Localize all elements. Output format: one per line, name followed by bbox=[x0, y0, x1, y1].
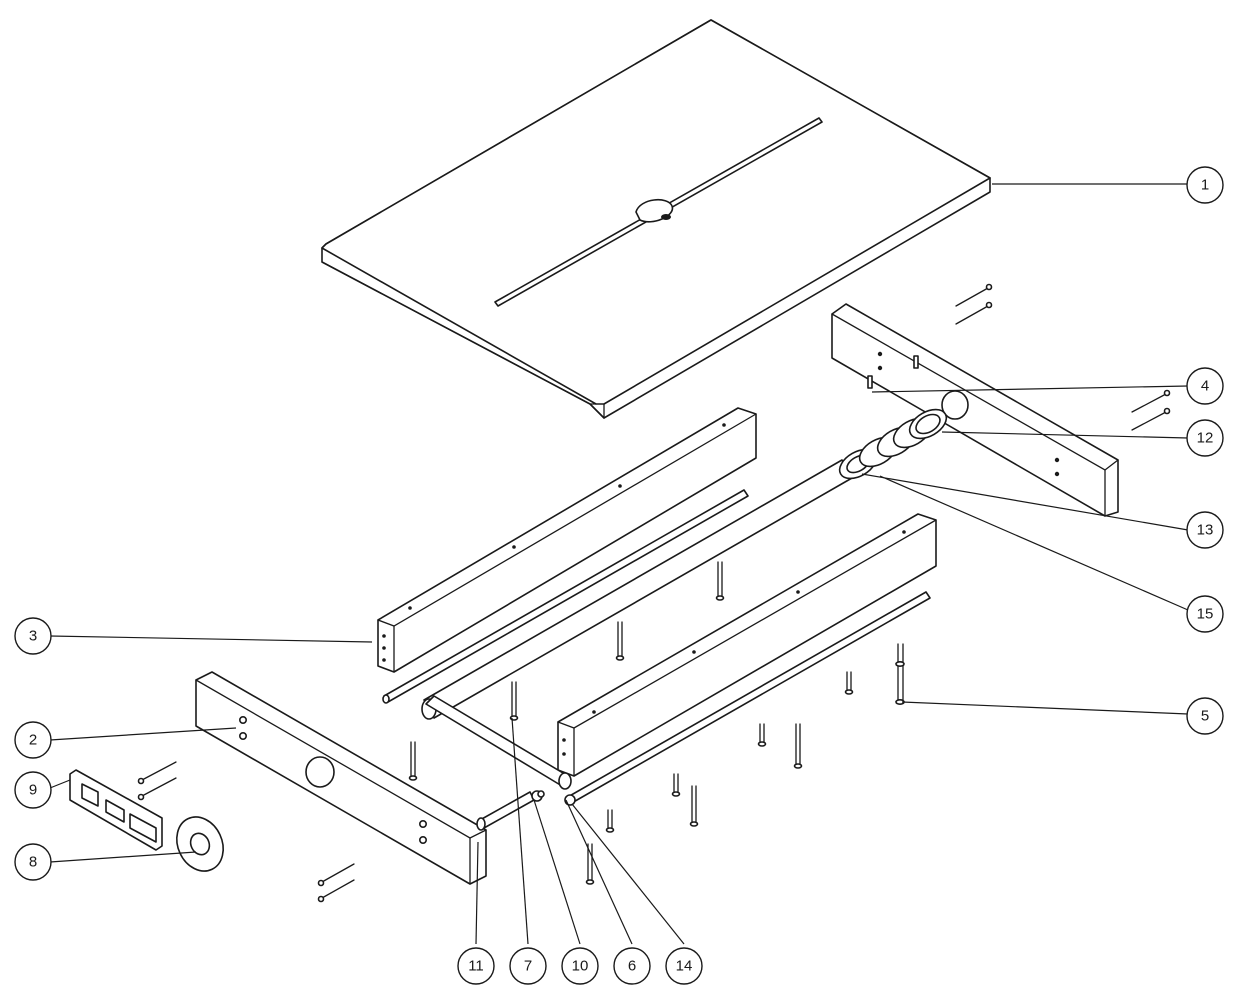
balloon-13: 13 bbox=[1186, 511, 1224, 549]
balloon-14: 14 bbox=[665, 947, 703, 985]
switch-plate bbox=[69, 769, 163, 851]
spring-coils bbox=[858, 408, 948, 468]
balloon-label: 14 bbox=[676, 958, 693, 975]
bolt bbox=[689, 785, 699, 827]
table-top bbox=[321, 19, 991, 419]
balloon-3: 3 bbox=[14, 617, 52, 655]
front-side-rail bbox=[557, 513, 937, 777]
balloon-label: 2 bbox=[29, 732, 37, 749]
balloon-label: 9 bbox=[29, 782, 37, 799]
bolt bbox=[757, 723, 767, 747]
right-end-rail bbox=[831, 303, 1119, 517]
bolt bbox=[793, 723, 803, 769]
bolt bbox=[715, 561, 725, 601]
balloon-label: 10 bbox=[572, 958, 589, 975]
balloon-label: 13 bbox=[1197, 522, 1214, 539]
back-side-rail bbox=[377, 407, 757, 673]
balloon-4: 4 bbox=[1186, 367, 1224, 405]
bolt bbox=[671, 773, 681, 797]
balloon-9: 9 bbox=[14, 771, 52, 809]
balloon-label: 3 bbox=[29, 628, 37, 645]
bolt bbox=[408, 741, 418, 781]
washer bbox=[176, 816, 224, 872]
front-rod bbox=[425, 591, 931, 806]
balloon-label: 1 bbox=[1201, 177, 1209, 194]
balloon-6: 6 bbox=[613, 947, 651, 985]
bolt bbox=[585, 843, 595, 885]
balloon-7: 7 bbox=[509, 947, 547, 985]
leader-lines bbox=[49, 183, 1189, 945]
left-end-rail bbox=[195, 671, 487, 885]
bolt bbox=[509, 681, 519, 721]
balloon-label: 12 bbox=[1197, 430, 1214, 447]
screws-lower-left bbox=[137, 761, 355, 903]
balloon-8: 8 bbox=[14, 843, 52, 881]
balloon-label: 5 bbox=[1201, 708, 1209, 725]
balloon-1: 1 bbox=[1186, 166, 1224, 204]
balloon-2: 2 bbox=[14, 721, 52, 759]
balloon-5: 5 bbox=[1186, 697, 1224, 735]
balloon-label: 15 bbox=[1197, 606, 1214, 623]
back-rod bbox=[382, 489, 749, 704]
bolt bbox=[615, 621, 625, 661]
balloon-label: 6 bbox=[628, 958, 636, 975]
balloon-15: 15 bbox=[1186, 595, 1224, 633]
bolt bbox=[605, 809, 615, 833]
callout-balloons: 1 4 12 13 15 5 3 2 9 8 11 7 10 6 14 bbox=[14, 166, 1224, 985]
balloon-label: 7 bbox=[524, 958, 532, 975]
bolt bbox=[895, 643, 905, 705]
balloon-12: 12 bbox=[1186, 419, 1224, 457]
balloon-label: 8 bbox=[29, 854, 37, 871]
balloon-10: 10 bbox=[561, 947, 599, 985]
balloon-label: 11 bbox=[468, 958, 484, 975]
balloon-label: 4 bbox=[1201, 378, 1209, 395]
balloon-11: 11 bbox=[457, 947, 495, 985]
shaft-end bbox=[476, 790, 545, 831]
bolt bbox=[844, 671, 854, 695]
screws-upper-right bbox=[955, 283, 1171, 431]
